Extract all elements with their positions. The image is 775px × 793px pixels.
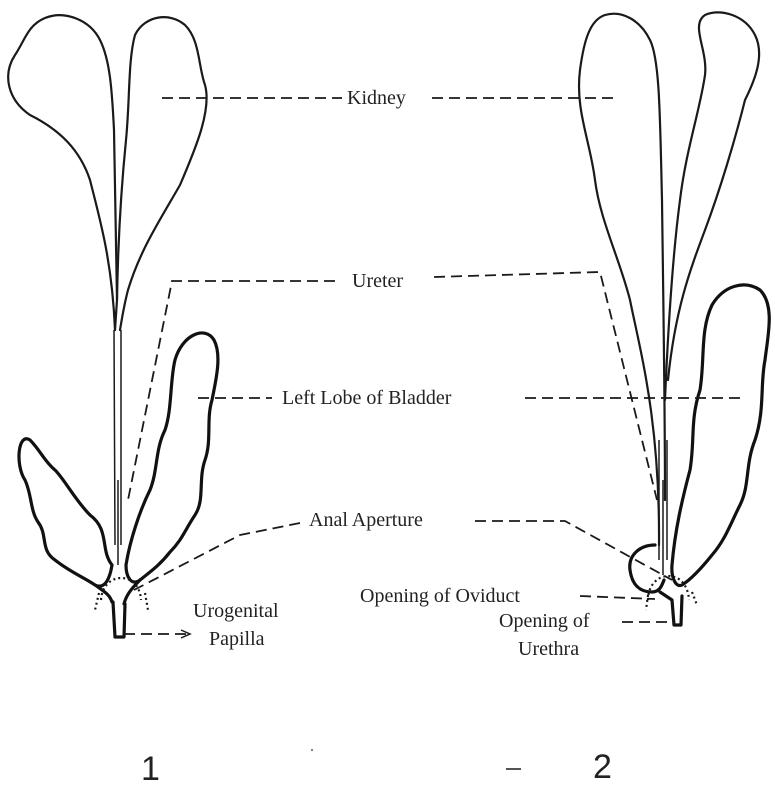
opening-of-urethra-label-line2: Urethra [518,638,579,660]
figure-1-number: 1 [141,750,160,788]
fig1-ureter-left [114,330,115,545]
fig1-kidney-right-lobe [117,17,207,330]
scan-specks [311,749,521,769]
figure-2-drawing [579,12,769,625]
figure-2-number: 2 [593,748,612,786]
urogenital-papilla-label-line2: Papilla [209,628,265,650]
fig2-dots-left [646,595,648,610]
fig1-dots-right [145,593,148,610]
labels: Kidney Ureter Left Lobe of Bladder Anal … [141,87,612,788]
fig1-urogenital-papilla [113,602,125,637]
opening-of-oviduct-label: Opening of Oviduct [360,585,520,607]
fig2-kidney-right-lobe [665,12,759,400]
fig2-bladder-right-lobe [672,285,769,586]
opening-of-urethra-label-line1: Opening of [499,610,590,632]
speck-dot [311,749,313,751]
ureter-label: Ureter [352,270,403,292]
ureter-leader-right [434,272,657,500]
kidney-label: Kidney [347,87,406,109]
anal-aperture-label: Anal Aperture [309,509,423,531]
anal-aperture-leader-left [134,523,300,590]
oviduct-leader [580,596,655,599]
fig1-dots-left [95,593,99,610]
fig1-kidney-left-lobe [8,15,117,330]
left-lobe-of-bladder-label: Left Lobe of Bladder [282,387,452,409]
anal-aperture-leader-right [475,521,672,580]
fig1-bladder-right-lobe [126,333,218,582]
fig1-bladder-left-lobe [19,439,112,586]
fig2-dots-right [692,592,697,605]
urogenital-papilla-label-line1: Urogenital [193,600,279,622]
fig2-kidney-left-lobe [579,14,665,545]
figure-1-drawing [8,15,218,637]
fig2-papilla [660,592,682,625]
